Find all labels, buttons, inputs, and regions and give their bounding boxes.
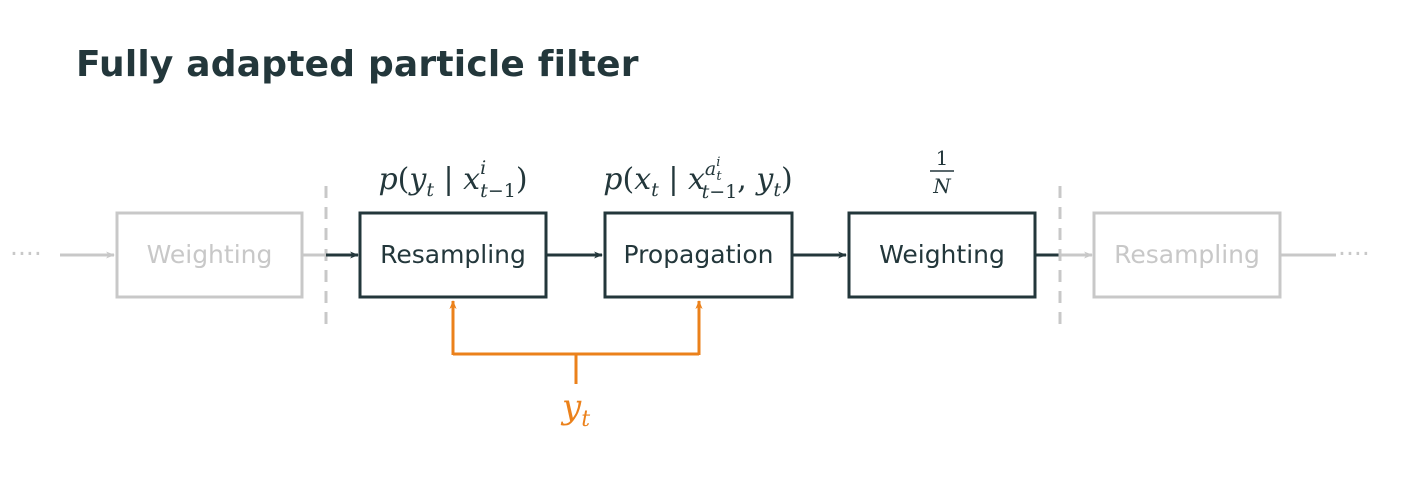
observation-label: yt (560, 387, 590, 432)
weighting-prev-label: Weighting (147, 240, 273, 269)
resampling-next-label: Resampling (1114, 240, 1260, 269)
propagation-label: Propagation (624, 240, 774, 269)
weighting-annotation-numerator: 1 (936, 146, 949, 170)
weighting-label: Weighting (879, 240, 1005, 269)
page-title: Fully adapted particle filter (76, 44, 639, 85)
trailing-dots: ···· (1338, 239, 1370, 268)
weighting-annotation-denominator: N (932, 174, 952, 198)
weighting-prev-box: Weighting (115, 211, 304, 299)
resampling-label: Resampling (380, 240, 526, 269)
propagation-box: Propagation (603, 211, 794, 299)
leading-dots: ···· (10, 239, 42, 268)
resampling-box: Resampling (358, 211, 548, 299)
weighting-annotation: 1 N (930, 146, 954, 198)
weighting-box: Weighting (847, 211, 1037, 299)
resampling-next-box: Resampling (1092, 211, 1282, 299)
observation-bracket (449, 300, 703, 384)
